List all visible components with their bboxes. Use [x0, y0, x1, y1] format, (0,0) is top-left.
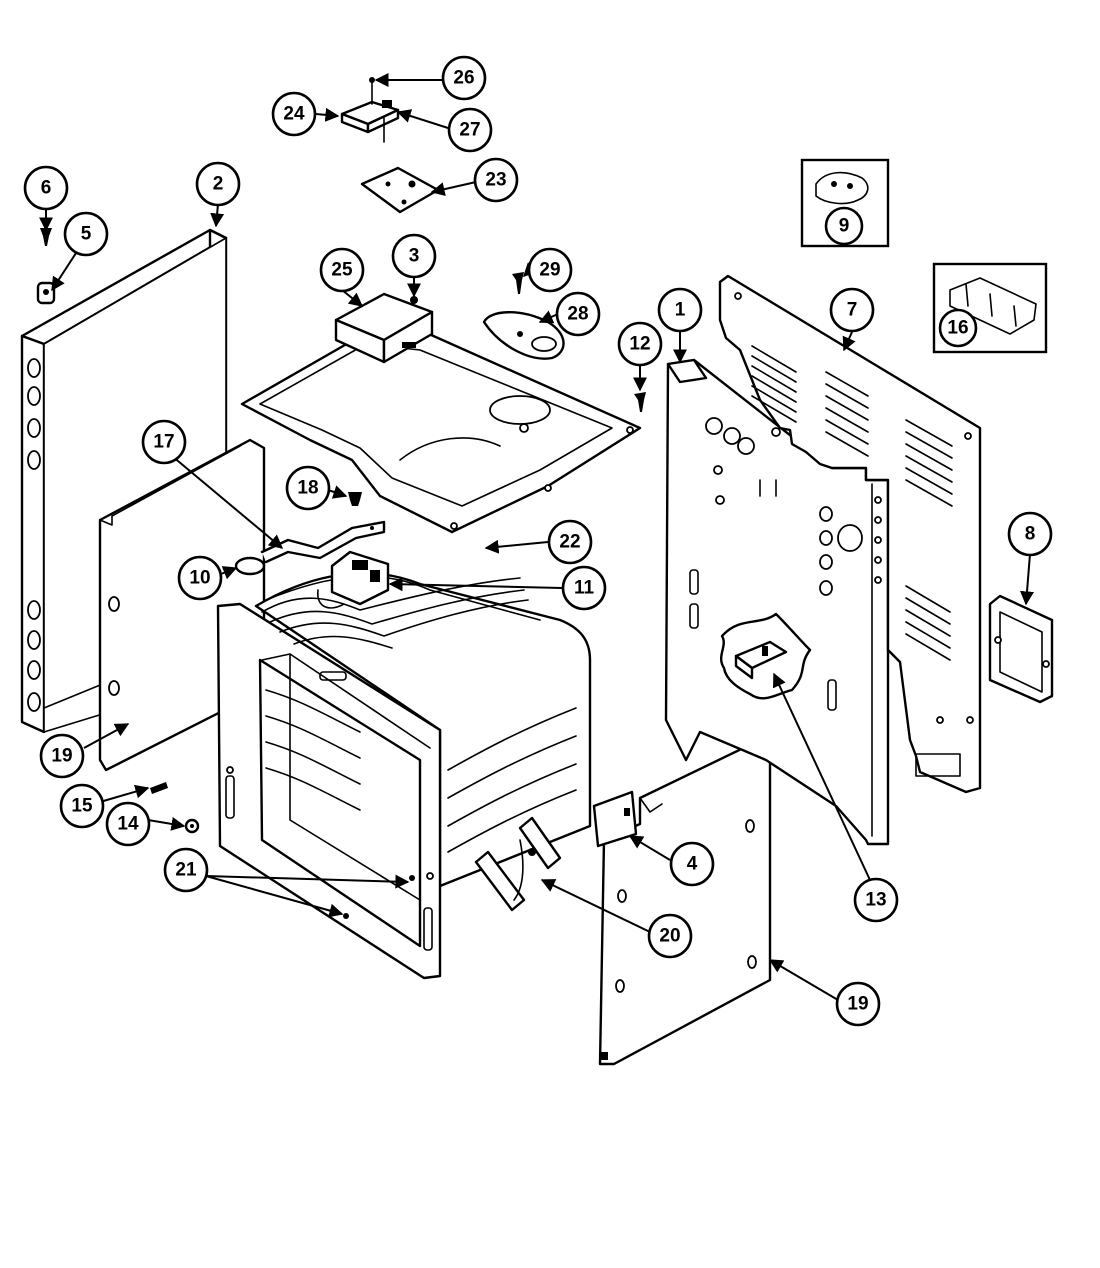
callout-label-9: 9 [839, 216, 850, 237]
callout-label-13: 13 [865, 890, 886, 911]
callout-1: 1 [657, 287, 703, 333]
callout-label-21: 21 [175, 860, 197, 881]
callout-14: 14 [105, 801, 151, 847]
back-panel-vents-left [751, 345, 797, 423]
callout-23: 23 [473, 157, 519, 203]
callout-label-19-right: 19 [847, 994, 868, 1015]
callout-10: 10 [177, 555, 223, 601]
callout-label-20: 20 [659, 926, 680, 947]
pin-part-26 [369, 77, 375, 105]
callout-7: 7 [829, 287, 875, 333]
callout-29: 29 [527, 247, 573, 293]
rear-panel-edge-holes [874, 496, 882, 584]
callout-label-28: 28 [567, 304, 588, 325]
callout-label-18: 18 [297, 478, 318, 499]
cover-part-8 [988, 594, 1054, 704]
switch-part-24 [340, 100, 400, 134]
callout-25: 25 [319, 247, 365, 293]
callout-22: 22 [547, 519, 593, 565]
callout-label-8: 8 [1025, 524, 1036, 545]
callout-6: 6 [23, 165, 69, 211]
plate-part-23 [360, 166, 440, 214]
callout-16: 16 [938, 308, 978, 348]
callout-label-10: 10 [189, 568, 210, 589]
callout-label-6: 6 [41, 178, 52, 199]
callout-2: 2 [195, 161, 241, 207]
callout-label-16: 16 [947, 318, 968, 339]
plug-part-18 [348, 492, 362, 506]
sensor-part-17 [260, 520, 386, 564]
rear-panel-part-1 [664, 358, 890, 846]
screw-part-6 [40, 228, 52, 246]
callout-28: 28 [555, 291, 601, 337]
callout-label-5: 5 [81, 224, 92, 245]
bolt-part-15 [150, 782, 168, 794]
callout-label-12: 12 [629, 334, 650, 355]
element-bracket-part-11 [317, 550, 390, 609]
callout-label-11: 11 [574, 578, 595, 599]
back-panel-part-7 [718, 274, 982, 794]
callout-27: 27 [447, 107, 493, 153]
callout-19-left: 19 [39, 733, 85, 779]
terminal-block-part-13 [734, 640, 788, 680]
callout-label-4: 4 [687, 854, 698, 875]
back-panel-vents-right-upper [905, 419, 953, 507]
callout-label-17: 17 [153, 432, 174, 453]
callout-12: 12 [617, 321, 663, 367]
callout-3: 3 [391, 233, 437, 279]
junction-box-part-25 [334, 292, 434, 364]
callout-26: 26 [441, 55, 487, 101]
vent-cover-part-28 [482, 311, 565, 360]
callout-19-right: 19 [835, 981, 881, 1027]
callout-label-14: 14 [117, 814, 139, 835]
callout-17: 17 [141, 419, 187, 465]
callout-label-23: 23 [485, 170, 506, 191]
callout-label-27: 27 [459, 120, 480, 141]
screw-part-3 [410, 296, 418, 304]
back-panel-vents-center [825, 371, 869, 457]
rack-channels [447, 707, 577, 853]
screw-part-12 [634, 392, 646, 412]
nut-part-14 [184, 818, 200, 834]
callout-18: 18 [285, 465, 331, 511]
callout-21: 21 [163, 847, 209, 893]
bracket-part-4 [592, 790, 638, 848]
clip-part-5 [36, 281, 56, 305]
callout-label-29: 29 [539, 260, 560, 281]
callout-15: 15 [59, 783, 105, 829]
oven-cavity [216, 572, 592, 980]
callout-5: 5 [63, 211, 109, 257]
back-panel-vents-right-lower [905, 585, 951, 661]
front-frame-knob-holes [27, 358, 41, 712]
screw-part-21 [343, 875, 415, 919]
callout-label-26: 26 [453, 68, 474, 89]
callout-11: 11 [561, 565, 607, 611]
callout-13: 13 [853, 877, 899, 923]
callout-label-24: 24 [283, 104, 305, 125]
callout-label-2: 2 [213, 174, 224, 195]
callout-label-19-left: 19 [51, 746, 72, 767]
callout-label-3: 3 [409, 246, 420, 267]
callout-4: 4 [669, 841, 715, 887]
callout-8: 8 [1007, 511, 1053, 557]
callout-label-7: 7 [847, 300, 858, 321]
callout-label-1: 1 [675, 300, 686, 321]
leader-lines [39, 73, 1034, 1001]
hinge-part-20 [474, 816, 562, 912]
right-side-panel-part-19 [598, 738, 772, 1066]
callout-20: 20 [647, 913, 693, 959]
screw-part-29 [512, 272, 524, 294]
knob-part-10 [234, 556, 266, 576]
callout-9: 9 [824, 206, 864, 246]
callout-label-15: 15 [71, 796, 93, 817]
callout-label-22: 22 [559, 532, 580, 553]
callout-label-25: 25 [331, 260, 353, 281]
callout-24: 24 [271, 91, 317, 137]
